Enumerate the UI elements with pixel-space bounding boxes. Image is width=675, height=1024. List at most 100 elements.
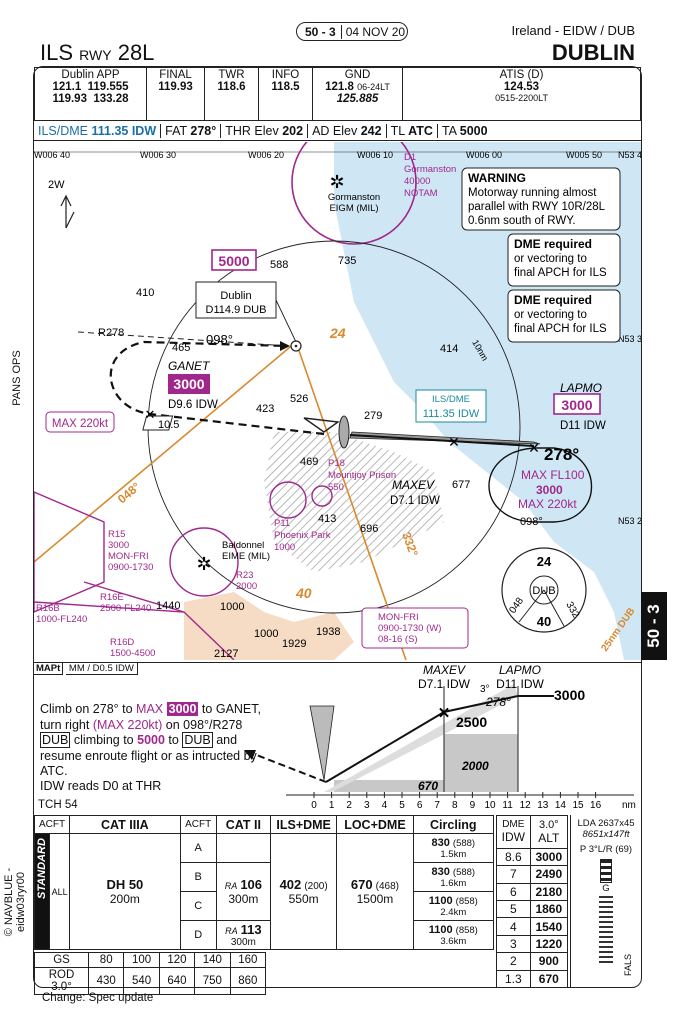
gs-label: GS — [34, 952, 89, 968]
scale-tick: 3 — [364, 800, 370, 811]
msa-line-1 — [518, 589, 545, 623]
terrain-area — [184, 592, 354, 660]
r15-area — [34, 491, 105, 613]
scale-tick: 8 — [452, 800, 458, 811]
holding-pattern — [488, 447, 592, 523]
magnetic-variation: 2W — [48, 179, 65, 191]
cat-d: D — [179, 920, 217, 950]
scale-tick: 10 — [484, 800, 496, 811]
scale-tick: 11 — [502, 800, 513, 811]
g-label: G — [602, 883, 610, 894]
scale-tick: 0 — [311, 800, 317, 811]
scale-tick: 16 — [590, 800, 602, 811]
ils-map-label: ILS/DME — [432, 394, 470, 405]
rod-label: ROD 3.0° — [34, 967, 89, 995]
profile-lapmo: LAPMO — [499, 663, 541, 677]
alt-head: 3.0°ALT — [529, 815, 569, 849]
msa-line-2 — [543, 589, 565, 627]
ganet-name: GANET — [168, 359, 211, 373]
dme-value: 7 — [496, 865, 531, 884]
alt-value: 1540 — [529, 917, 569, 936]
msa-box — [211, 249, 257, 271]
lat-label-2: N53 30 — [618, 334, 641, 344]
max-220-label: MAX 220kt — [52, 418, 109, 430]
msa-bottom: 40 — [537, 614, 551, 629]
profile-alt-2500: 2500 — [456, 714, 487, 730]
loc-dme-minima: 670 (468)1500m — [336, 833, 414, 950]
profile-maxev-d: D7.1 IDW — [418, 677, 471, 691]
gormanston-name: Gormanston — [328, 192, 380, 203]
warning-box — [461, 167, 621, 231]
scale-tick: 13 — [537, 800, 549, 811]
circ-a: 830 (588)1.5km — [412, 833, 495, 863]
sector-24-label: 24 — [329, 325, 346, 341]
gs-140: 140 — [194, 952, 231, 968]
dist-10-5: 10.5 — [158, 419, 179, 431]
p18-area — [311, 485, 333, 507]
h-ils: ILS+DME — [269, 815, 338, 834]
cat-c: C — [179, 891, 217, 921]
freq-dublin-app: Dublin APP 121.1 119.555 119.93 133.28 — [34, 67, 147, 121]
mapt-label: MAPt — [34, 663, 64, 675]
lon-label-1: W006 40 — [34, 150, 70, 160]
page-ref: 50 - 3 — [297, 24, 342, 39]
lon-label-2: W006 30 — [140, 150, 176, 160]
procedure-title: ILS RWY 28L — [40, 40, 155, 65]
d1-label: D1 Gormanston 40000 NOTAM — [404, 152, 459, 199]
scale-tick: 6 — [417, 800, 423, 811]
missed-approach-text: Climb on 278° to MAX 3000 to GANET, turn… — [40, 702, 261, 778]
ils-dme-info: ILS/DME 111.35 IDW — [38, 123, 157, 138]
scale-tick: 12 — [520, 800, 532, 811]
mapt-bar: MAPt MM / D0.5 IDW — [34, 662, 641, 676]
idw-note: IDW reads D0 at THR — [40, 779, 162, 793]
max-220-box — [45, 411, 115, 433]
msa-sector-line-048 — [34, 341, 297, 563]
missed-arrow-icon — [280, 341, 290, 351]
dme-value: 1.3 — [496, 969, 531, 989]
msa-altitude: 5000 — [218, 253, 249, 269]
dublin-vor-name: Dublin — [220, 290, 251, 302]
msa-fix: DUB — [532, 585, 555, 597]
profile-maxev: MAXEV — [423, 663, 466, 677]
mapt-funnel — [309, 705, 335, 781]
ganet-alt-box — [168, 374, 210, 394]
lights-column — [600, 859, 612, 883]
alt-value: 3000 — [529, 847, 569, 867]
dme-note-box-1 — [507, 233, 621, 287]
frequency-table: Dublin APP 121.1 119.555 119.93 133.28 F… — [34, 67, 641, 121]
all-label: ALL — [49, 833, 71, 950]
city-area — [264, 432, 444, 572]
gs-80: 80 — [87, 952, 125, 968]
msa-sector-line-332 — [295, 341, 407, 660]
dme-value: 2 — [496, 952, 531, 971]
hold-speed: MAX 220kt — [518, 497, 577, 511]
lapmo-dme: D11 IDW — [560, 420, 606, 432]
profile-alt-670: 670 — [418, 779, 438, 793]
gormanston-icon: ✲ — [329, 172, 344, 192]
gormanston-icao: EIGM (MIL) — [329, 203, 378, 214]
lon-label-4: W006 10 — [357, 150, 393, 160]
tch-label: TCH 54 — [38, 799, 78, 811]
warning-title: WARNING — [468, 171, 526, 185]
obstacle-670 — [334, 780, 444, 792]
r23-area — [169, 527, 239, 597]
maxev-dme: D7.1 IDW — [390, 495, 440, 507]
lapmo-alt: 3000 — [561, 397, 592, 413]
freq-atis: ATIS (D) 124.53 0515-2200LT — [402, 67, 641, 121]
fat-info: FAT 278° — [160, 123, 220, 138]
country-code: Ireland - EIDW / DUB — [511, 23, 635, 38]
spot-heights: 410 465 588 735 414 526 423 279 469 677 … — [136, 255, 473, 660]
standard-band: STANDARD — [33, 833, 51, 950]
